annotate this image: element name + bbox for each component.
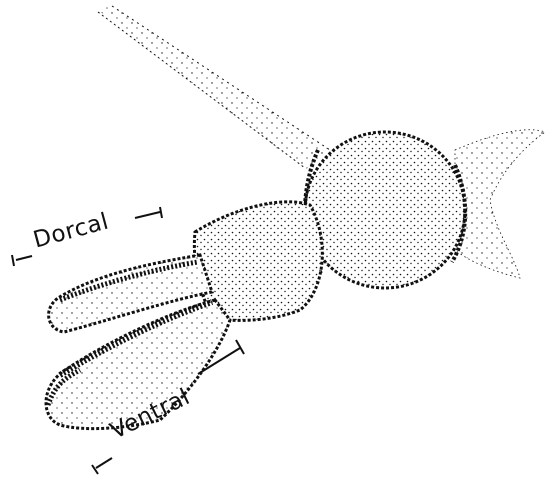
seta [98,6,330,170]
large-segment [305,132,465,288]
right-appendage [455,130,545,278]
